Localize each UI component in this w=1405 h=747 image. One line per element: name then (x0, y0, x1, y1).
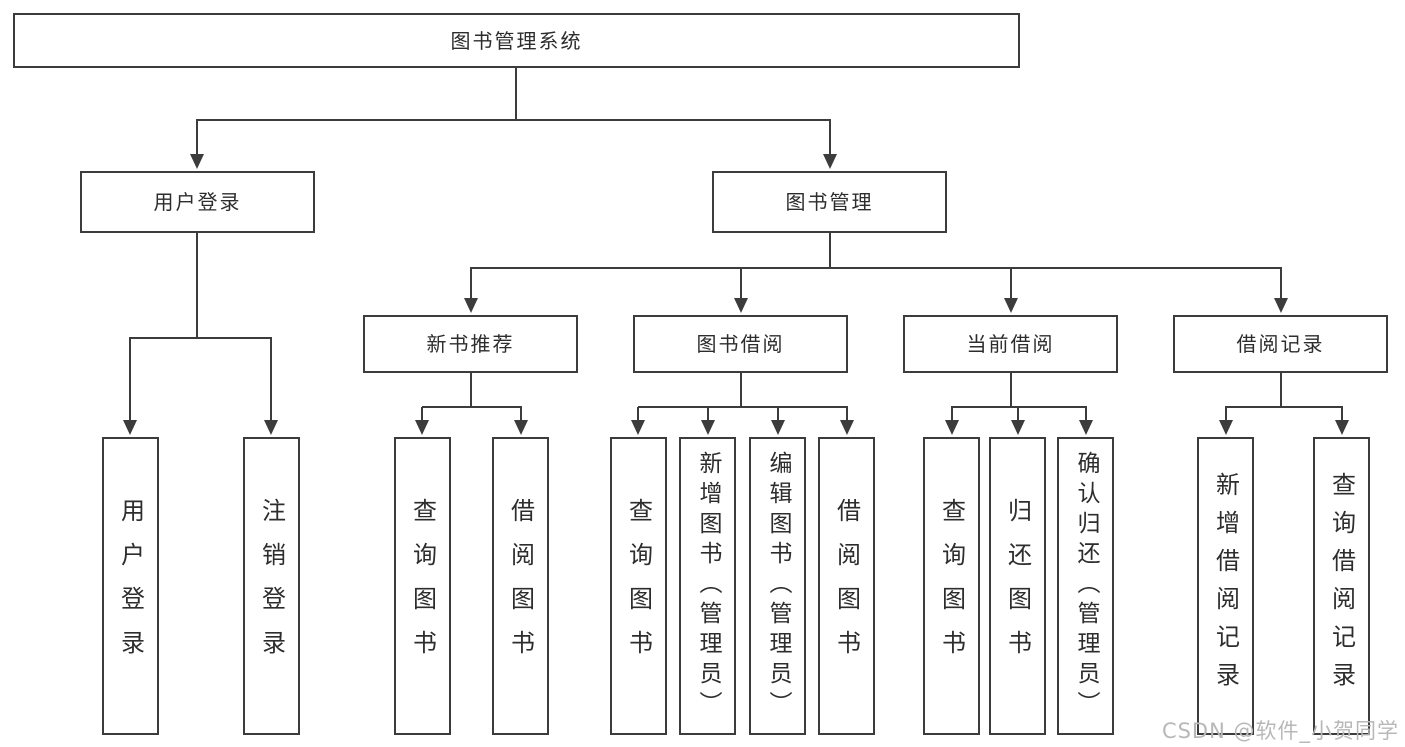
node-label: 用户登录 (116, 498, 145, 674)
node-label: 图书管理系统 (450, 28, 583, 53)
connector-line (470, 373, 472, 408)
connector-line (196, 119, 831, 121)
node-label: 注销登录 (257, 498, 286, 674)
node-label: 查询图书 (937, 498, 966, 674)
node-borrowing-records: 借阅记录 (1173, 315, 1388, 373)
connector-arrow (701, 407, 715, 435)
connector-line (1280, 373, 1282, 408)
leaf-return-books: 归还图书 (989, 437, 1046, 735)
connector-line (422, 406, 522, 408)
node-new-book-recommend: 新书推荐 (363, 315, 578, 373)
node-user-login: 用户登录 (80, 171, 315, 233)
connector-arrow (1274, 268, 1288, 313)
connector-arrow (945, 407, 959, 435)
connector-arrow (1011, 407, 1025, 435)
node-book-management: 图书管理 (712, 171, 947, 233)
leaf-edit-book-admin: 编辑图书（管理员） (749, 437, 806, 735)
connector-arrow (631, 407, 645, 435)
node-label: 借阅图书 (832, 498, 861, 674)
node-label: 确认归还（管理员） (1073, 451, 1099, 721)
node-label: 用户登录 (153, 190, 242, 214)
node-label: 查询借阅记录 (1327, 472, 1356, 700)
node-library-system: 图书管理系统 (13, 13, 1020, 68)
connector-arrow (514, 407, 528, 435)
connector-arrow (771, 407, 785, 435)
connector-arrow (840, 407, 854, 435)
connector-arrow (1004, 268, 1018, 313)
connector-line (829, 233, 831, 269)
node-label: 查询图书 (408, 498, 437, 674)
connector-line (740, 373, 742, 408)
node-label: 图书借阅 (696, 332, 785, 356)
node-label: 新增图书（管理员） (695, 451, 721, 721)
connector-arrow (190, 120, 204, 169)
connector-line (1010, 373, 1012, 408)
connector-arrow (264, 338, 278, 435)
connector-line (515, 68, 517, 121)
connector-arrow (1219, 407, 1233, 435)
connector-arrow (823, 120, 837, 169)
connector-arrow (1079, 407, 1093, 435)
leaf-query-borrow-record: 查询借阅记录 (1313, 437, 1370, 735)
connector-arrow (464, 268, 478, 313)
leaf-borrow-books: 借阅图书 (818, 437, 875, 735)
connector-arrow (123, 338, 137, 435)
connector-line (470, 267, 1282, 269)
node-label: 图书管理 (785, 190, 874, 214)
leaf-query-books: 查询图书 (610, 437, 667, 735)
node-label: 查询图书 (624, 498, 653, 674)
node-label: 编辑图书（管理员） (765, 451, 791, 721)
leaf-add-borrow-record: 新增借阅记录 (1197, 437, 1254, 735)
leaf-add-book-admin: 新增图书（管理员） (679, 437, 736, 735)
connector-arrow (1335, 407, 1349, 435)
node-label: 借阅图书 (506, 498, 535, 674)
leaf-confirm-return-admin: 确认归还（管理员） (1057, 437, 1114, 735)
connector-arrow (415, 407, 429, 435)
node-label: 借阅记录 (1236, 332, 1325, 356)
connector-line (951, 406, 1087, 408)
connector-line (129, 337, 272, 339)
node-label: 当前借阅 (966, 332, 1055, 356)
node-label: 新增借阅记录 (1211, 472, 1240, 700)
leaf-query-books: 查询图书 (394, 437, 451, 735)
watermark: CSDN @软件_小贺同学 (1161, 719, 1399, 743)
leaf-borrow-books: 借阅图书 (492, 437, 549, 735)
leaf-logout: 注销登录 (243, 437, 300, 735)
connector-line (196, 233, 198, 339)
node-label: 归还图书 (1003, 498, 1032, 674)
node-book-borrowing: 图书借阅 (633, 315, 848, 373)
connector-line (638, 406, 848, 408)
leaf-query-books: 查询图书 (923, 437, 980, 735)
leaf-user-login: 用户登录 (102, 437, 159, 735)
connector-arrow (734, 268, 748, 313)
node-current-borrowing: 当前借阅 (903, 315, 1118, 373)
node-label: 新书推荐 (426, 332, 515, 356)
connector-line (1225, 406, 1343, 408)
